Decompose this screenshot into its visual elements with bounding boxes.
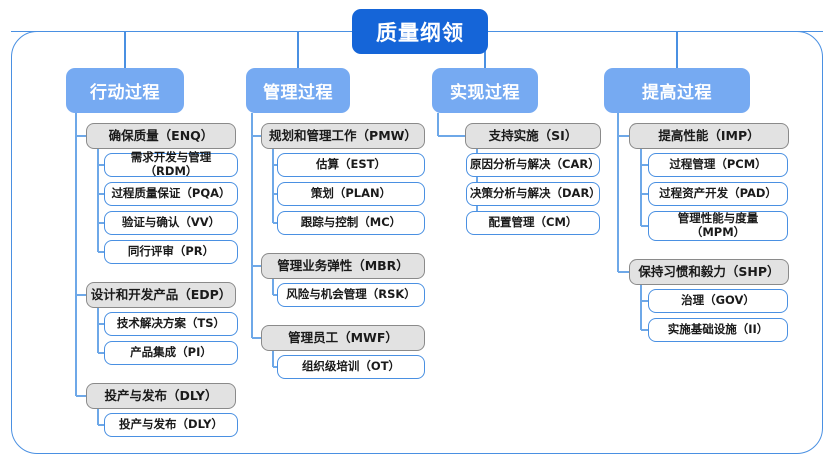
column-header-2[interactable]: 管理过程 [246, 68, 350, 113]
group-box-1-3[interactable]: 投产与发布（DLY） [86, 383, 236, 409]
leaf-box-1-1-4[interactable]: 同行评审（PR） [104, 240, 238, 264]
group-box-4-2[interactable]: 保持习惯和毅力（SHP） [629, 259, 789, 285]
column-header-1[interactable]: 行动过程 [66, 68, 184, 113]
leaf-box-1-2-1[interactable]: 技术解决方案（TS） [104, 312, 238, 336]
connector-stub-leaf-4-2-1 [641, 300, 648, 302]
connector-stub-group-2-3 [252, 337, 261, 339]
connector-stub-leaf-1-1-2 [98, 193, 104, 195]
leaf-box-1-1-2[interactable]: 过程质量保证（PQA） [104, 182, 238, 206]
connector-stub-leaf-1-1-1 [98, 164, 104, 166]
leaf-box-3-1-1[interactable]: 原因分析与解决（CAR） [466, 153, 600, 177]
connector-trunk-group-4-1 [640, 149, 642, 226]
leaf-box-4-1-1[interactable]: 过程管理（PCM） [648, 153, 788, 177]
leaf-box-3-1-2[interactable]: 决策分析与解决（DAR） [466, 182, 601, 206]
connector-root-to-column-4 [676, 31, 678, 68]
leaf-box-2-1-1[interactable]: 估算（EST） [277, 153, 425, 177]
connector-trunk-group-2-3 [272, 351, 274, 367]
leaf-box-1-1-3[interactable]: 验证与确认（VV） [104, 211, 238, 235]
connector-stub-group-4-2 [618, 271, 629, 273]
column-header-4[interactable]: 提高过程 [604, 68, 750, 113]
connector-stub-leaf-2-1-3 [273, 222, 277, 224]
connector-trunk-column-3 [437, 113, 439, 136]
connector-stub-leaf-2-2-1 [273, 294, 277, 296]
connector-trunk-group-4-2 [640, 285, 642, 330]
connector-trunk-group-1-3 [97, 409, 99, 425]
group-box-2-3[interactable]: 管理员工（MWF） [261, 325, 425, 351]
group-box-1-2[interactable]: 设计和开发产品（EDP） [86, 282, 236, 308]
connector-stub-leaf-2-1-1 [273, 164, 277, 166]
connector-stub-leaf-1-3-1 [98, 424, 104, 426]
column-header-3[interactable]: 实现过程 [432, 68, 538, 113]
connector-trunk-group-2-2 [272, 279, 274, 295]
connector-stub-leaf-2-3-1 [273, 366, 277, 368]
connector-trunk-group-1-1 [97, 149, 99, 252]
root-spine-left [11, 31, 352, 33]
connector-stub-group-2-2 [252, 265, 261, 267]
leaf-box-1-1-1[interactable]: 需求开发与管理（RDM） [104, 151, 238, 178]
leaf-box-1-2-2[interactable]: 产品集成（PI） [104, 341, 238, 365]
leaf-box-4-2-1[interactable]: 治理（GOV） [648, 289, 788, 313]
connector-stub-leaf-1-2-1 [98, 323, 104, 325]
connector-stub-leaf-4-2-2 [641, 329, 648, 331]
connector-trunk-column-1 [75, 113, 77, 396]
leaf-box-3-1-3[interactable]: 配置管理（CM） [466, 211, 600, 235]
root-spine-right [488, 31, 823, 33]
leaf-box-2-3-1[interactable]: 组织级培训（OT） [277, 355, 425, 379]
connector-stub-leaf-1-2-2 [98, 352, 104, 354]
connector-trunk-column-4 [617, 113, 619, 272]
connector-stub-leaf-1-1-4 [98, 251, 104, 253]
connector-root-to-column-1 [124, 31, 126, 68]
group-box-2-2[interactable]: 管理业务弹性（MBR） [261, 253, 425, 279]
connector-stub-group-1-3 [76, 395, 86, 397]
leaf-box-4-1-2[interactable]: 过程资产开发（PAD） [648, 182, 788, 206]
connector-stub-group-3-1 [438, 135, 465, 137]
root-title: 质量纲领 [352, 9, 488, 54]
connector-root-to-column-2 [297, 31, 299, 68]
connector-stub-leaf-1-1-3 [98, 222, 104, 224]
leaf-box-1-3-1[interactable]: 投产与发布（DLY） [104, 413, 238, 437]
group-box-4-1[interactable]: 提高性能（IMP） [629, 123, 789, 149]
group-box-1-1[interactable]: 确保质量（ENQ） [86, 123, 236, 149]
leaf-box-4-1-3[interactable]: 管理性能与度量（MPM） [648, 211, 788, 241]
connector-stub-group-4-1 [618, 135, 629, 137]
group-box-2-1[interactable]: 规划和管理工作（PMW） [261, 123, 425, 149]
leaf-box-2-1-3[interactable]: 跟踪与控制（MC） [277, 211, 425, 235]
group-box-3-1[interactable]: 支持实施（SI） [465, 123, 601, 149]
connector-stub-leaf-4-1-1 [641, 164, 648, 166]
leaf-box-2-1-2[interactable]: 策划（PLAN） [277, 182, 425, 206]
connector-trunk-group-2-1 [272, 149, 274, 223]
connector-trunk-group-1-2 [97, 308, 99, 353]
leaf-box-4-2-2[interactable]: 实施基础设施（II） [648, 318, 788, 342]
connector-trunk-column-2 [251, 113, 253, 338]
connector-stub-leaf-2-1-2 [273, 193, 277, 195]
connector-stub-group-1-2 [76, 294, 86, 296]
connector-stub-leaf-4-1-2 [641, 193, 648, 195]
connector-stub-leaf-4-1-3 [641, 225, 648, 227]
leaf-box-2-2-1[interactable]: 风险与机会管理（RSK） [277, 283, 425, 307]
connector-stub-group-1-1 [76, 135, 86, 137]
connector-stub-group-2-1 [252, 135, 261, 137]
